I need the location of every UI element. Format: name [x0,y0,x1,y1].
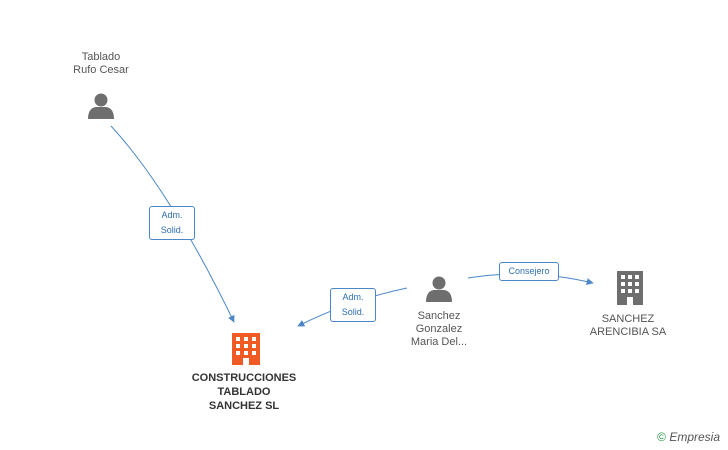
edge-label-adm-solid: Adm. Solid. [149,206,195,240]
edge-label-consejero: Consejero [499,262,559,281]
node-label-construcciones[interactable]: CONSTRUCCIONES TABLADO SANCHEZ SL [191,372,297,412]
node-label-sanchez-arencibia[interactable]: SANCHEZ ARENCIBIA SA [589,313,667,338]
node-label-sanchez-gonzalez[interactable]: Sanchez Gonzalez Maria Del... [410,310,468,348]
person-icon[interactable] [426,276,452,303]
edge-label-adm-solid: Adm. Solid. [330,288,376,322]
person-icon[interactable] [88,93,114,120]
building-icon[interactable] [617,271,643,305]
building-icon[interactable] [232,333,260,365]
node-label-tablado[interactable]: Tablado Rufo Cesar [73,51,129,76]
brand-logo-text: Empresia [669,430,720,444]
watermark: © Empresia [657,430,720,444]
copyright-icon: © [657,430,666,444]
